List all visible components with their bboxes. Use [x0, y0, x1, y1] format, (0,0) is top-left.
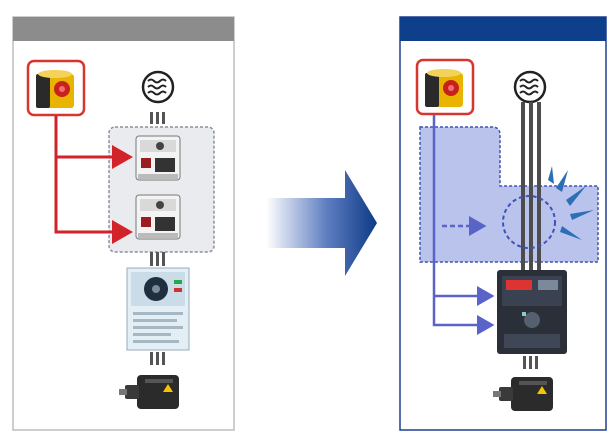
contactor-icon: [135, 194, 181, 240]
right-stop-button-highlight: [415, 58, 475, 116]
contactor-group: [108, 126, 215, 253]
right-panel-header: [400, 17, 606, 41]
transition-arrow: [266, 170, 377, 276]
left-stop-button-highlight: [26, 59, 86, 117]
left-wire-stub-bottom: [150, 352, 165, 365]
right-control-wires: [432, 115, 495, 335]
ac-supply-icon: [513, 70, 547, 104]
inverter-icon: [497, 270, 567, 354]
left-panel: [12, 16, 235, 431]
right-power-lines: [521, 102, 541, 278]
emergency-stop-icon: [425, 69, 463, 107]
right-panel: [399, 16, 607, 431]
left-wire-stub-top: [150, 112, 165, 124]
sto-zone: [419, 126, 599, 263]
sto-switch-circle: [502, 195, 556, 249]
left-panel-header: [13, 17, 234, 41]
motor-icon: [493, 377, 553, 411]
right-wire-stub-bottom: [523, 356, 538, 369]
inverter-icon: [126, 267, 190, 351]
spark-icon: [548, 166, 594, 240]
left-wire-stub-mid: [150, 252, 165, 266]
left-control-wires: [54, 116, 133, 244]
emergency-stop-icon: [36, 70, 74, 108]
ac-supply-icon: [141, 70, 175, 104]
motor-icon: [119, 375, 179, 409]
contactor-icon: [135, 135, 181, 181]
